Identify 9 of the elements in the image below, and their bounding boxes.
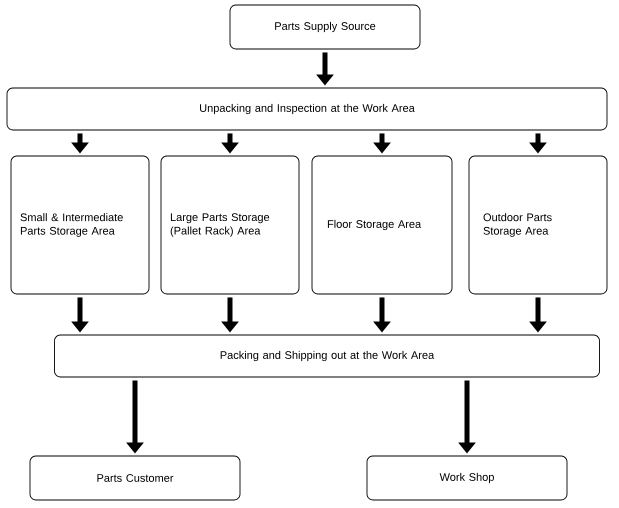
area-box: Small & Intermediate Parts Storage Area bbox=[10, 156, 150, 294]
area-box: Large Parts Storage (Pallet Rack) Area bbox=[160, 156, 300, 294]
process-box: Packing and Shipping out at the Work Area bbox=[54, 334, 600, 378]
area-box: Floor Storage Area bbox=[312, 156, 452, 294]
area-box: Outdoor Parts Storage Area bbox=[468, 156, 608, 294]
process-box: Parts Supply Source bbox=[230, 4, 420, 50]
process-box: Parts Customer bbox=[30, 456, 240, 500]
process-box: Work Shop bbox=[366, 456, 568, 500]
process-box: Unpacking and Inspection at the Work Area bbox=[6, 88, 608, 130]
